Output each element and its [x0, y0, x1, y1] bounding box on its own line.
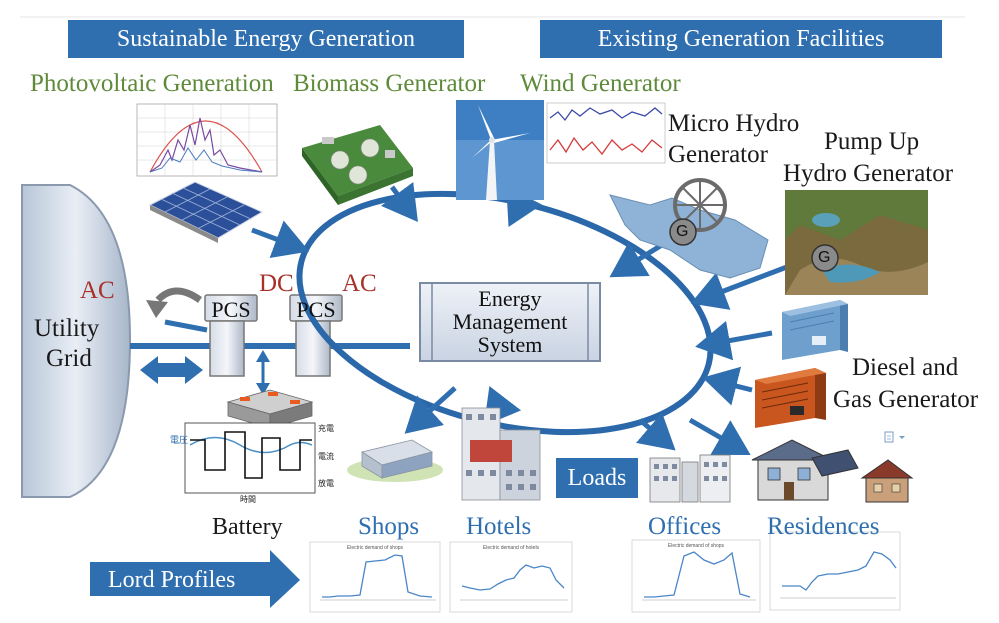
- ems-box: [419, 282, 601, 362]
- micro-hydro-label-2: Generator: [668, 141, 768, 168]
- diesel-label-1: Diesel and: [852, 354, 959, 381]
- pump-hydro-image: [785, 190, 928, 295]
- existing-facilities-banner: Existing Generation Facilities: [540, 20, 942, 58]
- hotels-profile-title: Electric demand of hotels: [482, 545, 540, 551]
- ems-line-1: Energy: [478, 286, 542, 311]
- shops-label: Shops: [358, 513, 420, 540]
- ems-line-2: Management: [452, 309, 568, 335]
- diesel-label-2: Gas Generator: [833, 386, 979, 413]
- pcs-label-1: PCS: [211, 297, 251, 322]
- residences-label: Residences: [767, 513, 880, 540]
- sustainable-energy-banner: Sustainable Energy Generation: [68, 20, 464, 58]
- battery-label: Battery: [212, 514, 283, 540]
- residence-house-1-image: [751, 439, 859, 501]
- utility-grid-label-1: Utility: [34, 315, 100, 342]
- pv-output-chart: [136, 103, 278, 177]
- profile-chart-offices: [631, 539, 761, 613]
- document-icon: [884, 431, 905, 443]
- offices-profile-title: Electric demand of shops: [667, 543, 725, 549]
- micro-hydro-label-1: Micro Hydro: [668, 110, 800, 137]
- profile-chart-shops: [309, 541, 441, 613]
- profile-chart-residences: [769, 531, 901, 611]
- solar-panel-image: [148, 181, 264, 243]
- bidirectional-arrow: [140, 356, 203, 384]
- wind-output-chart: [546, 102, 666, 164]
- wind-turbine-image: [456, 100, 544, 200]
- profile-chart-hotels: [449, 541, 573, 613]
- pump-up-label-1: Pump Up: [824, 128, 920, 155]
- wind-label: Wind Generator: [520, 70, 681, 97]
- diesel-generator-image: [782, 300, 848, 360]
- pcs-label-2: PCS: [296, 297, 336, 322]
- shops-building-image: [347, 439, 443, 482]
- curved-grey-arrow: [155, 287, 203, 303]
- battery-pack-image: [226, 389, 314, 429]
- loads-label: Loads: [556, 458, 638, 498]
- ac-left-label: AC: [80, 277, 115, 304]
- residence-house-2-image: [860, 459, 914, 503]
- shops-profile-title: Electric demand of shops: [346, 545, 404, 551]
- ems-text: Energy Management System: [420, 287, 600, 356]
- dc-label: DC: [259, 270, 294, 297]
- charge-label: 充電: [318, 424, 334, 433]
- g-symbol-micro-hydro: G: [676, 223, 689, 240]
- utility-grid-shape: [21, 184, 132, 498]
- g-symbol-pump-hydro: G: [818, 249, 831, 266]
- biomass-label: Biomass Generator: [293, 70, 486, 97]
- lord-profiles-label: Lord Profiles: [108, 567, 236, 593]
- offices-building-image: [649, 454, 731, 503]
- gas-generator-image: [755, 368, 826, 428]
- offices-label: Offices: [648, 513, 722, 540]
- discharge-label: 放電: [318, 479, 334, 488]
- pump-up-label-2: Hydro Generator: [783, 160, 954, 187]
- lord-profiles-arrow: [90, 550, 300, 608]
- voltage-label: 電圧: [170, 435, 189, 445]
- ac-right-label: AC: [342, 270, 377, 297]
- utility-grid-label-2: Grid: [46, 345, 92, 372]
- biomass-plant-image: [302, 125, 413, 205]
- battery-waveform-chart: [184, 422, 316, 494]
- micro-hydro-image: [609, 178, 769, 279]
- current-label: 電流: [318, 452, 334, 461]
- hotels-building-image: [461, 407, 541, 501]
- hotels-label: Hotels: [466, 513, 532, 540]
- photovoltaic-label: Photovoltaic Generation: [30, 70, 274, 97]
- time-label: 時間: [240, 495, 256, 504]
- ems-line-3: System: [477, 332, 543, 358]
